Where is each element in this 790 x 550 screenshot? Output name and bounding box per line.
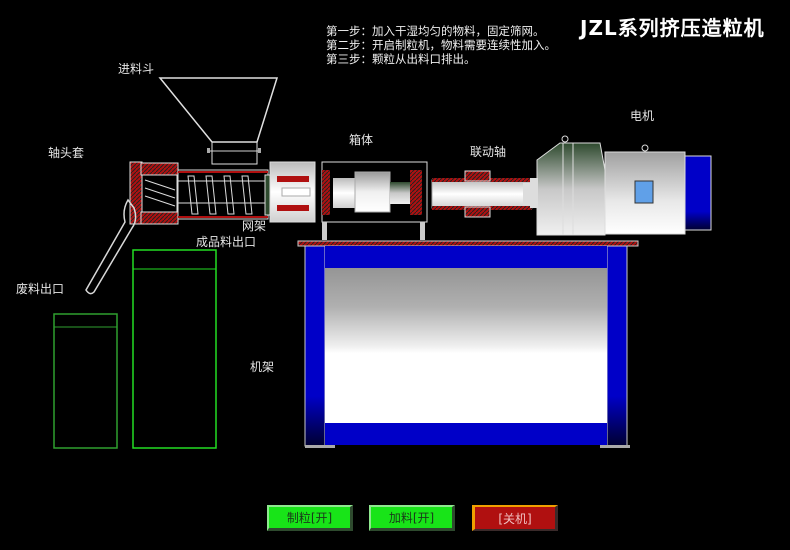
label-gearbox: 箱体 bbox=[349, 133, 374, 147]
coupling-shaft bbox=[431, 170, 533, 218]
step-2: 第二步：开启制粒机，物料需要连续性加入。 bbox=[326, 38, 556, 52]
shutdown-button[interactable]: [关机] bbox=[472, 505, 558, 531]
step-1: 第一步：加入干湿均匀的物料，固定筛网。 bbox=[326, 24, 545, 38]
waste-chute bbox=[85, 198, 137, 295]
label-hopper: 进料斗 bbox=[118, 62, 155, 76]
instruction-steps: 第一步：加入干湿均匀的物料，固定筛网。 第二步：开启制粒机，物料需要连续性加入。… bbox=[326, 24, 556, 66]
motor bbox=[604, 144, 712, 235]
gearbox bbox=[321, 161, 428, 240]
machine-frame bbox=[297, 240, 639, 448]
bearing-housing bbox=[269, 161, 316, 223]
gear-reducer bbox=[530, 135, 606, 236]
feed-on-button[interactable]: 加料[开] bbox=[369, 505, 455, 531]
label-waste-outlet: 废料出口 bbox=[16, 282, 65, 296]
label-product-outlet: 成品料出口 bbox=[196, 235, 257, 249]
label-shaft-sleeve: 轴头套 bbox=[48, 146, 85, 160]
screw-barrel bbox=[129, 161, 274, 225]
label-mesh-frame: 网架 bbox=[242, 219, 267, 233]
product-bin bbox=[132, 249, 217, 449]
page-title: JZL系列挤压造粒机 bbox=[580, 16, 765, 40]
step-3: 第三步：颗粒从出料口排出。 bbox=[326, 52, 476, 66]
granulate-on-button[interactable]: 制粒[开] bbox=[267, 505, 353, 531]
hopper bbox=[158, 77, 279, 165]
waste-bin bbox=[53, 313, 118, 449]
label-motor: 电机 bbox=[630, 109, 655, 123]
label-machine-frame: 机架 bbox=[250, 360, 275, 374]
label-coupling-shaft: 联动轴 bbox=[470, 145, 507, 159]
